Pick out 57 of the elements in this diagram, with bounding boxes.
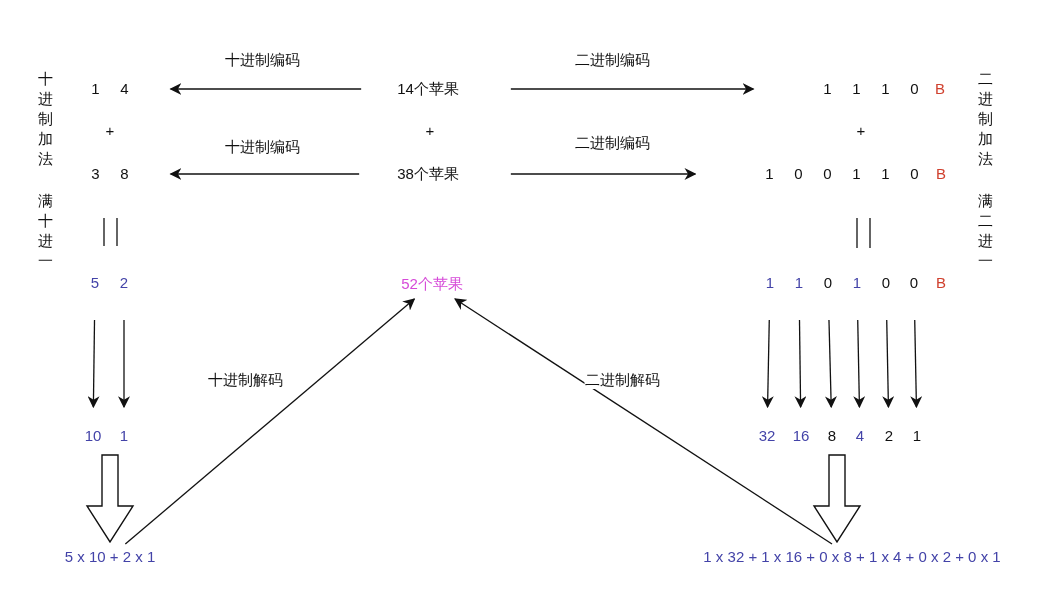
formula-text: 1 x 32 + 1 x 16 + 0 x 8 + 1 x 4 + 0 x 2 + 0 x 1 (703, 548, 1001, 566)
block-arrow (85, 454, 135, 544)
number-text: 1 4 (91, 80, 129, 98)
edge-label: 十进制解码 (207, 371, 283, 389)
arrow (169, 83, 362, 95)
quantity-text: 52个苹果 (401, 275, 463, 293)
number-text: 4 (855, 427, 865, 445)
number-text: 0 (823, 274, 833, 292)
number-text: 5 (90, 274, 100, 292)
number-text: 2 (119, 274, 129, 292)
arrow (910, 319, 923, 409)
arrow (118, 319, 130, 409)
suffix-letter: B (936, 165, 946, 183)
number-text: 1 (794, 274, 804, 292)
arrow (87, 319, 100, 409)
number-text: 1 (119, 427, 129, 445)
arrow (169, 168, 360, 180)
number-text: 0 (881, 274, 891, 292)
number-text: 3 8 (91, 165, 129, 183)
arrow (824, 319, 837, 409)
plus-sign: + (105, 122, 115, 140)
arrow (853, 319, 866, 409)
vertical-note: 满二进一 (977, 191, 993, 271)
number-text: 1 (765, 274, 775, 292)
formula-text: 5 x 10 + 2 x 1 (64, 548, 156, 566)
edge-label: 十进制编码 (224, 51, 300, 69)
arrow (794, 319, 807, 409)
number-text: 10 (84, 427, 102, 445)
number-text: 2 (884, 427, 894, 445)
arrow (510, 168, 697, 180)
number-text: 32 (758, 427, 776, 445)
arrow (761, 319, 774, 409)
quantity-text: 14个苹果 (397, 80, 459, 98)
arrow (124, 298, 416, 545)
arrow (510, 83, 755, 95)
quantity-text: 38个苹果 (397, 165, 459, 183)
edge-label: 二进制解码 (584, 371, 660, 389)
vertical-note: 二进制加法 (977, 69, 993, 169)
edge-label: 二进制编码 (574, 134, 650, 152)
suffix-letter: B (935, 80, 945, 98)
plus-sign: + (856, 122, 866, 140)
number-text: 1 (852, 274, 862, 292)
suffix-letter: B (936, 274, 946, 292)
plus-sign: + (425, 122, 435, 140)
arrow (882, 319, 895, 409)
number-text: 1 0 0 1 1 0 (765, 165, 919, 183)
vertical-note: 满十进一 (37, 191, 53, 271)
number-text: 1 1 1 0 (823, 80, 919, 98)
edge-label: 二进制编码 (574, 51, 650, 69)
number-text: 0 (909, 274, 919, 292)
number-text: 8 (827, 427, 837, 445)
vertical-note: 十进制加法 (37, 69, 53, 169)
edge-label: 十进制编码 (224, 138, 300, 156)
block-arrow (812, 454, 862, 544)
number-text: 16 (792, 427, 810, 445)
number-text: 1 (912, 427, 922, 445)
arrow (454, 298, 833, 545)
